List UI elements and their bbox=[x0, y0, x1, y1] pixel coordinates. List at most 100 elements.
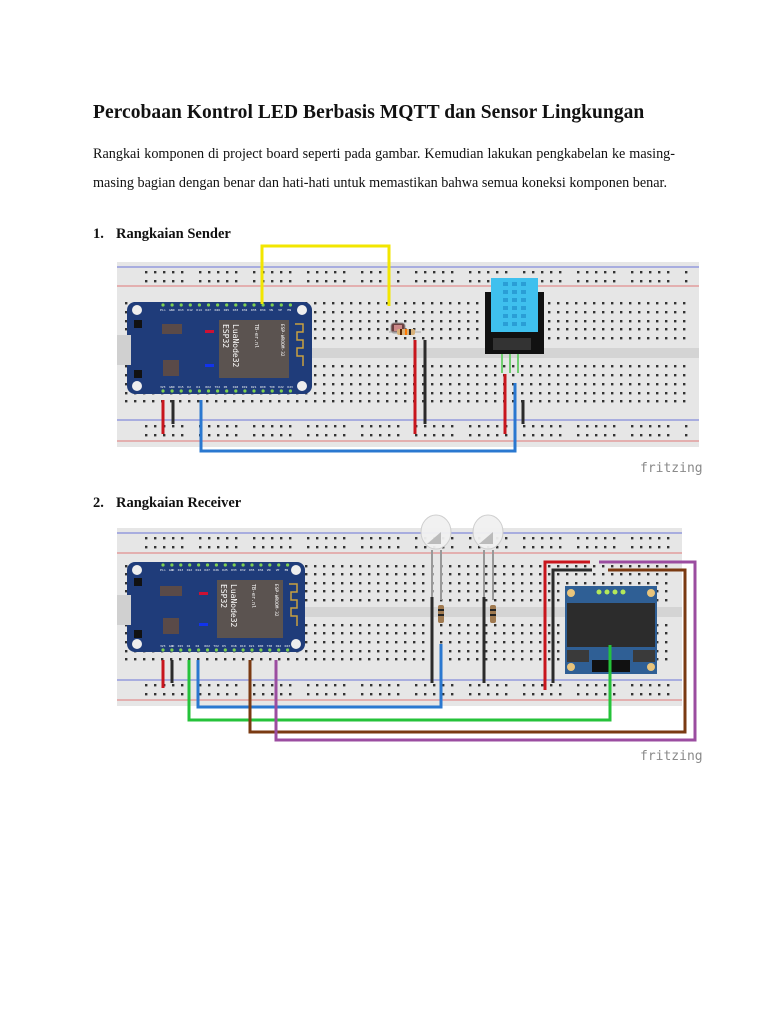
svg-text:D34: D34 bbox=[260, 308, 266, 312]
svg-text:VP: VP bbox=[278, 308, 282, 312]
svg-text:D25: D25 bbox=[222, 568, 228, 572]
board-name: LuaNode32 bbox=[229, 584, 238, 628]
wire-black-oled bbox=[551, 568, 592, 683]
wire-blue bbox=[199, 383, 517, 453]
led-1 bbox=[420, 514, 452, 600]
svg-text:GND: GND bbox=[169, 385, 175, 389]
svg-text:D2: D2 bbox=[187, 385, 191, 389]
section-number: 2. bbox=[93, 495, 104, 511]
svg-text:D27: D27 bbox=[205, 568, 211, 572]
fritzing-watermark: fritzing bbox=[640, 749, 703, 764]
svg-text:GND: GND bbox=[169, 644, 175, 648]
receiver-circuit-figure: LuaNode32 ESP32 TB-er.nl ESP-WROOM-32 Pi… bbox=[117, 514, 703, 764]
svg-text:D21: D21 bbox=[251, 385, 257, 389]
svg-text:D27: D27 bbox=[206, 308, 212, 312]
chip-name: ESP32 bbox=[219, 584, 228, 608]
svg-text:GND: GND bbox=[169, 308, 175, 312]
module-name: ESP-WROOM-32 bbox=[279, 324, 285, 357]
svg-text:D32: D32 bbox=[242, 308, 248, 312]
boot-button bbox=[134, 370, 142, 378]
svg-text:RX0: RX0 bbox=[258, 644, 264, 648]
svg-text:D26: D26 bbox=[215, 308, 221, 312]
svg-text:D2: D2 bbox=[187, 644, 191, 648]
svg-text:VP: VP bbox=[276, 568, 280, 572]
chip-name: ESP32 bbox=[221, 324, 230, 348]
section-heading-receiver: 2. Rangkaian Receiver bbox=[93, 495, 241, 512]
section-title: Rangkaian Receiver bbox=[116, 495, 242, 511]
svg-text:RX2: RX2 bbox=[206, 385, 212, 389]
svg-text:TX2: TX2 bbox=[215, 385, 221, 389]
svg-text:D25: D25 bbox=[224, 308, 230, 312]
svg-text:D22: D22 bbox=[278, 385, 284, 389]
wire-brown bbox=[248, 568, 687, 734]
svg-text:D35: D35 bbox=[251, 308, 257, 312]
led-2 bbox=[472, 514, 504, 600]
svg-text:RX0: RX0 bbox=[260, 385, 266, 389]
svg-text:D4: D4 bbox=[196, 644, 200, 648]
sender-circuit-figure: LuaNode32 ESP32 TB-er.nl ESP-WROOM-32 Pi… bbox=[117, 244, 703, 476]
resistor bbox=[389, 329, 421, 335]
svg-text:D12: D12 bbox=[187, 568, 193, 572]
svg-text:D5: D5 bbox=[224, 385, 228, 389]
svg-text:VN: VN bbox=[269, 308, 273, 312]
esp32-board: LuaNode32 ESP32 TB-er.nl ESP-WROOM-32 Pi… bbox=[117, 562, 305, 652]
svg-text:TX0: TX0 bbox=[269, 385, 275, 389]
svg-text:D23: D23 bbox=[287, 385, 293, 389]
wire-blue bbox=[196, 644, 443, 709]
svg-text:D21: D21 bbox=[249, 644, 255, 648]
section-title: Rangkaian Sender bbox=[116, 226, 231, 242]
wire-yellow bbox=[260, 244, 391, 306]
svg-text:D18: D18 bbox=[231, 644, 237, 648]
svg-text:Pin: Pin bbox=[160, 568, 166, 572]
section-heading-sender: 1. Rangkaian Sender bbox=[93, 226, 231, 243]
intro-paragraph: Rangkai komponen di project board sepert… bbox=[93, 146, 675, 191]
wroom-module bbox=[219, 320, 289, 378]
svg-text:VN: VN bbox=[267, 568, 271, 572]
antenna-trace bbox=[295, 323, 304, 366]
wire-red-oled bbox=[543, 560, 590, 690]
svg-text:TX2: TX2 bbox=[213, 644, 219, 648]
document-title: Percobaan Kontrol LED Berbasis MQTT dan … bbox=[93, 102, 645, 123]
vendor-name: TB-er.nl bbox=[253, 324, 259, 348]
svg-text:D32: D32 bbox=[240, 568, 246, 572]
svg-text:D19: D19 bbox=[240, 644, 246, 648]
svg-text:D35: D35 bbox=[249, 568, 255, 572]
svg-text:D33: D33 bbox=[231, 568, 237, 572]
resistor-1 bbox=[438, 605, 444, 623]
svg-text:3V3: 3V3 bbox=[160, 385, 166, 389]
board-name: LuaNode32 bbox=[231, 324, 240, 368]
svg-text:D19: D19 bbox=[242, 385, 248, 389]
svg-text:TX0: TX0 bbox=[267, 644, 273, 648]
svg-text:D33: D33 bbox=[233, 308, 239, 312]
svg-text:EN: EN bbox=[285, 568, 289, 572]
oled-screen bbox=[567, 603, 655, 647]
svg-text:Pin: Pin bbox=[160, 308, 166, 312]
svg-text:EN: EN bbox=[287, 308, 291, 312]
fritzing-watermark: fritzing bbox=[640, 461, 703, 476]
dht11-sensor bbox=[485, 278, 544, 373]
svg-text:D34: D34 bbox=[258, 568, 264, 572]
esp32-board: LuaNode32 ESP32 TB-er.nl ESP-WROOM-32 Pi… bbox=[117, 302, 312, 394]
vendor-name: TB-er.nl bbox=[250, 584, 256, 608]
svg-text:D13: D13 bbox=[178, 308, 184, 312]
svg-text:D14: D14 bbox=[196, 308, 202, 312]
section-number: 1. bbox=[93, 226, 104, 242]
svg-text:D26: D26 bbox=[213, 568, 219, 572]
resistor-2 bbox=[490, 605, 496, 623]
wire-green bbox=[187, 645, 612, 722]
svg-text:D5: D5 bbox=[222, 644, 226, 648]
svg-text:RX2: RX2 bbox=[205, 644, 211, 648]
svg-text:D18: D18 bbox=[233, 385, 239, 389]
svg-text:D15: D15 bbox=[178, 385, 184, 389]
svg-text:3V3: 3V3 bbox=[160, 644, 166, 648]
module-name: ESP-WROOM-32 bbox=[273, 584, 279, 617]
wire-purple bbox=[274, 560, 697, 742]
svg-text:D4: D4 bbox=[196, 385, 200, 389]
svg-text:GND: GND bbox=[169, 568, 175, 572]
svg-text:D22: D22 bbox=[276, 644, 282, 648]
svg-text:D15: D15 bbox=[178, 644, 184, 648]
en-button bbox=[134, 320, 142, 328]
svg-text:D14: D14 bbox=[196, 568, 202, 572]
